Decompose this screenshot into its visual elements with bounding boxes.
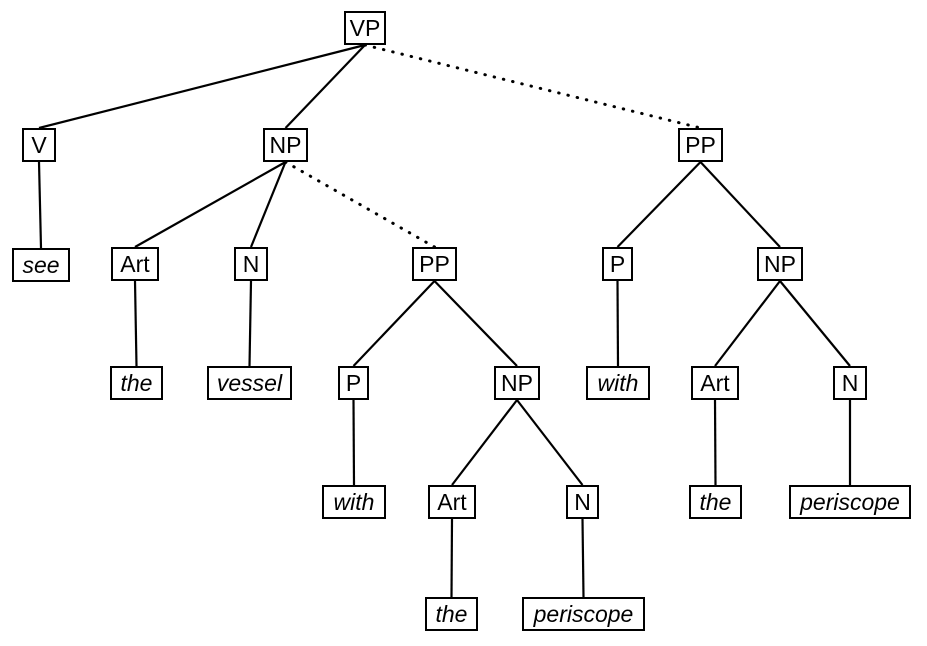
tree-edge-np1-to-art1 <box>134 161 287 248</box>
tree-node-vessel: vessel <box>207 366 292 400</box>
tree-edge-pp_mid-to-np_mid <box>433 280 518 367</box>
tree-edge-pp_mid-to-p_mid <box>352 280 436 367</box>
tree-node-the_m: the <box>425 597 478 631</box>
tree-node-with_r: with <box>586 366 650 400</box>
tree-edge-np1-to-pp_mid <box>284 160 436 249</box>
tree-edge-vp-to-np1 <box>284 44 366 129</box>
tree-node-p_mid: P <box>338 366 369 400</box>
tree-edge-np_right-to-art_r <box>714 280 781 367</box>
tree-edge-np_mid-to-n_m <box>516 399 584 486</box>
tree-edge-p_right-to-with_r <box>616 280 620 367</box>
tree-edge-pp_right-to-np_right <box>699 161 781 248</box>
tree-edge-np1-to-n1 <box>249 161 287 248</box>
tree-edge-vp-to-pp_right <box>363 43 702 130</box>
tree-node-n_m: N <box>566 485 599 519</box>
tree-edge-np_right-to-n_r <box>779 280 851 367</box>
tree-node-vp: VP <box>344 11 386 45</box>
tree-edge-p_mid-to-with_m <box>352 399 356 486</box>
tree-node-v: V <box>22 128 56 162</box>
tree-edge-n_m-to-periscope_m <box>581 518 585 598</box>
tree-node-np1: NP <box>263 128 308 162</box>
tree-edge-pp_right-to-p_right <box>616 161 702 248</box>
tree-node-with_m: with <box>322 485 386 519</box>
tree-node-the1: the <box>110 366 163 400</box>
tree-node-art_m: Art <box>428 485 476 519</box>
tree-edge-v-to-see <box>37 161 43 249</box>
tree-node-pp_mid: PP <box>412 247 457 281</box>
tree-edge-vp-to-v <box>38 43 366 130</box>
tree-node-pp_right: PP <box>678 128 723 162</box>
tree-node-see: see <box>12 248 70 282</box>
tree-node-the_r: the <box>689 485 742 519</box>
tree-edge-art_m-to-the_m <box>450 518 454 598</box>
tree-node-periscope_r: periscope <box>789 485 911 519</box>
tree-node-np_right: NP <box>757 247 803 281</box>
tree-edge-n1-to-vessel <box>248 280 253 367</box>
tree-node-n_r: N <box>833 366 867 400</box>
tree-edge-art_r-to-the_r <box>713 399 717 486</box>
tree-node-n1: N <box>234 247 268 281</box>
tree-node-art1: Art <box>111 247 159 281</box>
tree-edge-art1-to-the1 <box>133 280 138 367</box>
tree-node-art_r: Art <box>691 366 739 400</box>
tree-node-periscope_m: periscope <box>522 597 645 631</box>
tree-node-p_right: P <box>602 247 633 281</box>
tree-node-np_mid: NP <box>494 366 540 400</box>
tree-edge-np_mid-to-art_m <box>451 399 518 486</box>
